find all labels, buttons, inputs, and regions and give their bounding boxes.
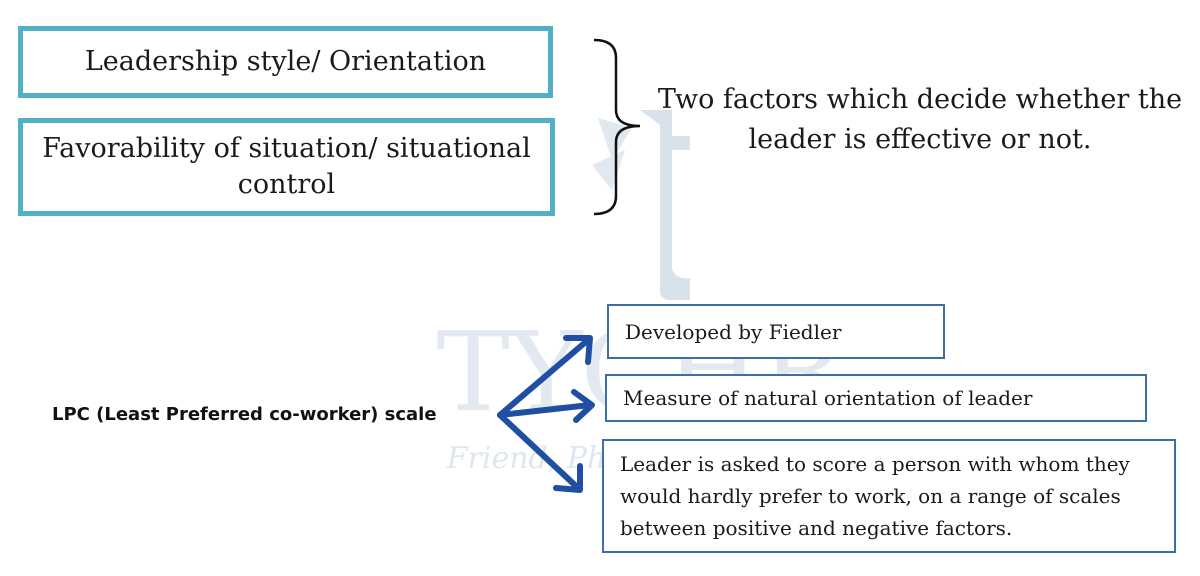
arrow-down-icon (497, 412, 583, 493)
factors-summary: Two factors which decide whether the lea… (650, 80, 1190, 160)
factors-summary-line-2: leader is effective or not. (748, 124, 1092, 155)
developed-by-box: Developed by Fiedler (607, 304, 945, 359)
leader-score-line-3: between positive and negative factors. (620, 516, 1013, 540)
leadership-style-text: Leadership style/ Orientation (84, 46, 487, 77)
developed-by-text: Developed by Fiedler (625, 319, 842, 344)
favorability-text: Favorability of situation/ situational c… (42, 131, 531, 203)
favorability-line-1: Favorability of situation/ situational (42, 133, 531, 164)
favorability-box: Favorability of situation/ situational c… (18, 118, 555, 216)
arrow-right-icon (497, 389, 595, 423)
leader-score-box: Leader is asked to score a person with w… (602, 439, 1176, 553)
lpc-scale-label: LPC (Least Preferred co-worker) scale (52, 404, 437, 425)
factors-summary-line-1: Two factors which decide whether the (657, 84, 1183, 115)
arrow-up-icon (497, 335, 593, 418)
leader-score-line-1: Leader is asked to score a person with w… (620, 452, 1130, 476)
leader-score-line-2: would hardly prefer to work, on a range … (620, 484, 1121, 508)
measure-orientation-text: Measure of natural orientation of leader (623, 386, 1033, 410)
leader-score-text: Leader is asked to score a person with w… (620, 448, 1130, 544)
leadership-style-box: Leadership style/ Orientation (18, 26, 553, 98)
favorability-line-2: control (237, 169, 336, 200)
measure-orientation-box: Measure of natural orientation of leader (605, 374, 1147, 422)
